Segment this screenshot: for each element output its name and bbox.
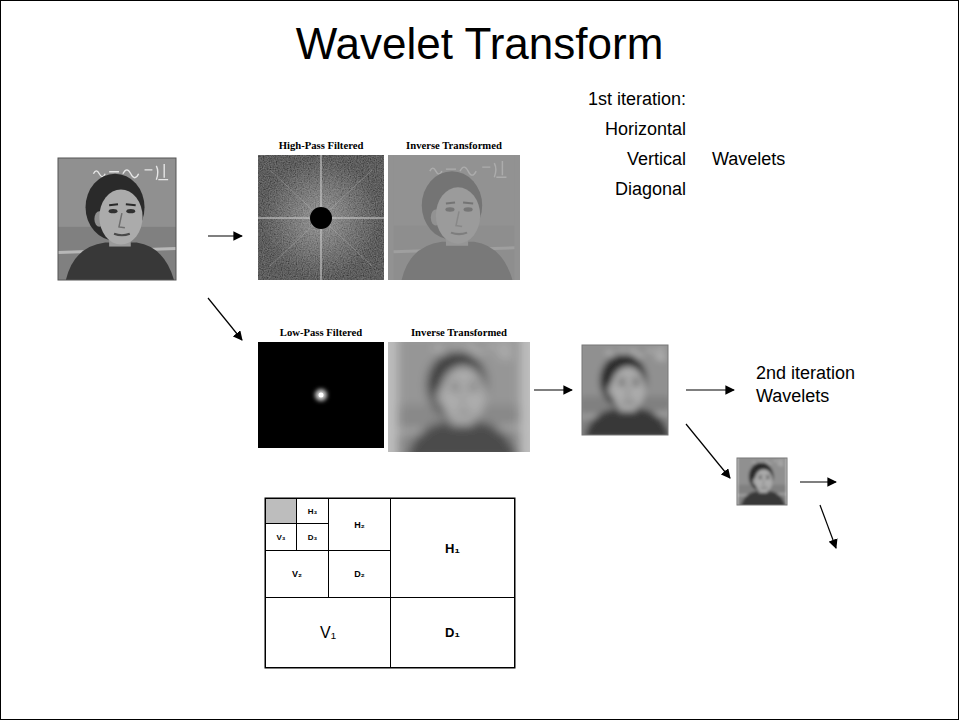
wavelet-direction: Diagonal — [615, 178, 686, 200]
iteration-label: 1st iteration: — [588, 88, 686, 110]
subband-cell: V₂ — [265, 550, 329, 598]
subband-cell: H₂ — [328, 498, 391, 551]
high-pass-spectrum — [258, 155, 384, 280]
panel-heading: Inverse Transformed — [388, 139, 520, 152]
panel-heading: High-Pass Filtered — [258, 139, 384, 152]
high-pass-inverse-image — [388, 155, 520, 280]
subband-label: D₁ — [445, 625, 460, 640]
subband-cell: H₃ — [296, 498, 329, 524]
subband-label: V₁ — [320, 624, 336, 642]
subband-label: H₁ — [445, 541, 460, 556]
subband-layout — [265, 498, 515, 668]
spectrum-panel: Low-Pass Filtered — [258, 342, 384, 448]
second-level-image — [578, 341, 672, 438]
subband-cell: V₃ — [265, 523, 297, 551]
subband-cell: V₁ — [265, 597, 391, 668]
subband-cell: D₁ — [390, 597, 515, 668]
slide-title: Wavelet Transform — [0, 18, 959, 70]
wavelets-label: Wavelets — [756, 385, 829, 407]
subband-label: H₂ — [354, 520, 365, 530]
spectrum-panel: High-Pass Filtered — [258, 155, 384, 280]
subband-cell: H₁ — [390, 498, 515, 598]
panel-heading: Low-Pass Filtered — [258, 326, 384, 339]
subband-cell: D₃ — [296, 523, 329, 551]
third-level-image — [737, 456, 787, 507]
low-pass-inverse-image — [388, 334, 530, 460]
original-photo — [58, 158, 176, 280]
wavelet-direction: Horizontal — [605, 118, 686, 140]
wavelets-label: Wavelets — [712, 148, 785, 170]
subband-label: V₃ — [276, 533, 285, 542]
image-panel: Inverse Transformed — [388, 155, 520, 280]
subband-label: D₂ — [354, 569, 365, 579]
wavelet-direction: Vertical — [627, 148, 686, 170]
low-pass-spectrum — [258, 342, 384, 448]
image-panel: Inverse Transformed — [388, 342, 530, 452]
subband-label: V₂ — [292, 569, 302, 579]
subband-label: H₃ — [308, 507, 317, 516]
subband-cell: D₂ — [328, 550, 391, 598]
iteration-label: 2nd iteration — [756, 362, 855, 384]
subband-label: D₃ — [308, 533, 317, 542]
panel-heading: Inverse Transformed — [388, 326, 530, 339]
